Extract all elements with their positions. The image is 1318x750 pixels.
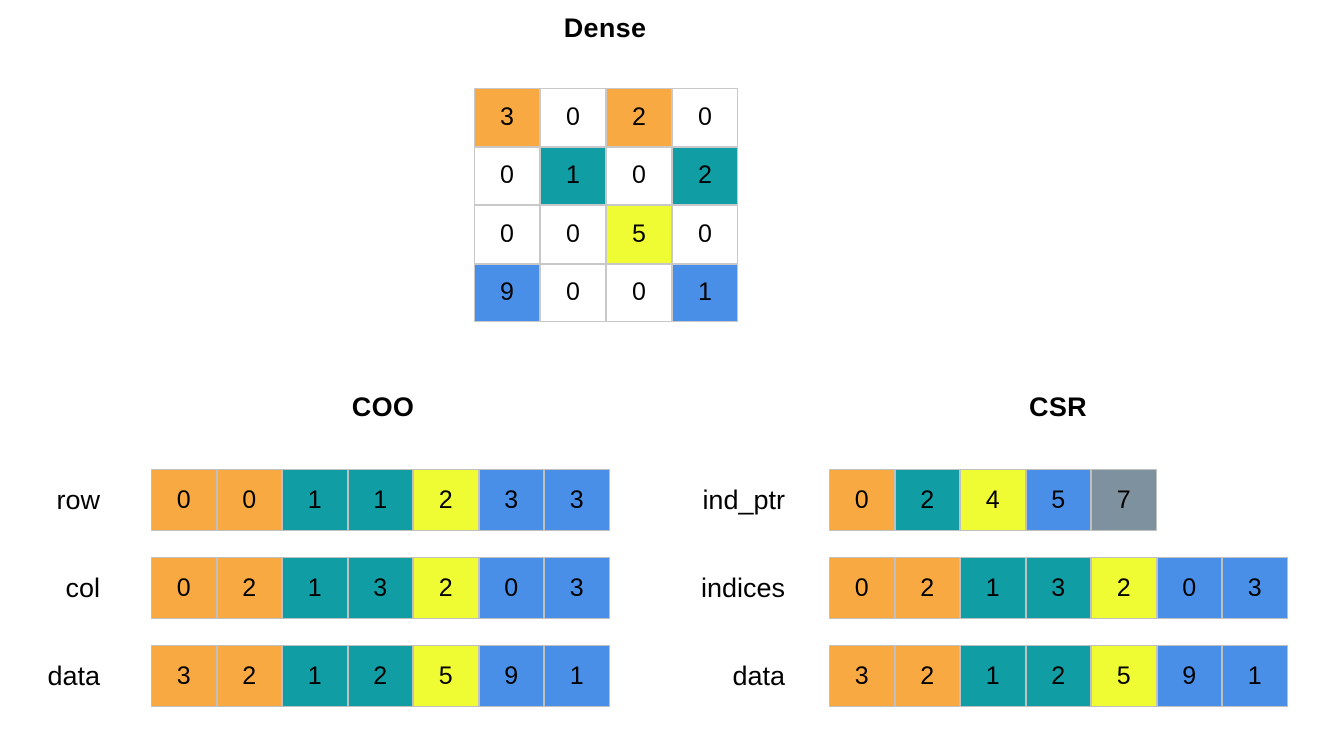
coo-data-cell-6: 1 bbox=[544, 645, 610, 707]
csr-data-cell-2: 1 bbox=[960, 645, 1026, 707]
dense-cell-r2-c1: 0 bbox=[540, 205, 606, 264]
dense-cell-r0-c2: 2 bbox=[606, 88, 672, 147]
coo-data-cell-1: 2 bbox=[216, 645, 282, 707]
coo-col-cell-3: 3 bbox=[347, 557, 413, 619]
dense-cell-r3-c1: 0 bbox=[540, 263, 606, 322]
coo-data-cell-2: 1 bbox=[282, 645, 348, 707]
dense-cell-r0-c1: 0 bbox=[540, 88, 606, 147]
coo-row-cell-0: 0 bbox=[151, 469, 217, 531]
csr-indices-cell-1: 2 bbox=[894, 557, 960, 619]
csr-ind_ptr-cell-0: 0 bbox=[829, 469, 895, 531]
coo-row-cell-5: 3 bbox=[478, 469, 544, 531]
dense-cell-r2-c0: 0 bbox=[474, 205, 540, 264]
csr-ind_ptr-cell-4: 7 bbox=[1091, 469, 1157, 531]
dense-cell-r3-c3: 1 bbox=[672, 263, 738, 322]
dense-cell-r1-c3: 2 bbox=[672, 146, 738, 205]
dense-cell-r2-c2: 5 bbox=[606, 205, 672, 264]
coo-section-title: COO bbox=[351, 392, 415, 422]
csr-data-cell-4: 5 bbox=[1091, 645, 1157, 707]
coo-col-cell-2: 1 bbox=[282, 557, 348, 619]
csr-section-title: CSR bbox=[1029, 392, 1087, 422]
coo-col-cell-4: 2 bbox=[413, 557, 479, 619]
csr-ind_ptr-cell-3: 5 bbox=[1025, 469, 1091, 531]
coo-row-cell-2: 1 bbox=[282, 469, 348, 531]
coo-row-cell-3: 1 bbox=[347, 469, 413, 531]
coo-row-cell-1: 0 bbox=[216, 469, 282, 531]
dense-cell-r3-c2: 0 bbox=[606, 263, 672, 322]
csr-indices-cell-0: 0 bbox=[829, 557, 895, 619]
csr-data-cell-5: 9 bbox=[1156, 645, 1222, 707]
csr-label-ind_ptr: ind_ptr bbox=[702, 485, 785, 515]
coo-data-cell-3: 2 bbox=[347, 645, 413, 707]
csr-ind_ptr-cell-1: 2 bbox=[894, 469, 960, 531]
dense-cell-r1-c2: 0 bbox=[606, 146, 672, 205]
coo-label-data: data bbox=[47, 661, 100, 691]
coo-label-row: row bbox=[56, 485, 100, 515]
dense-section-title: Dense bbox=[563, 13, 647, 43]
csr-indices-cell-6: 3 bbox=[1222, 557, 1288, 619]
coo-col-cell-1: 2 bbox=[216, 557, 282, 619]
csr-ind_ptr-cell-2: 4 bbox=[960, 469, 1026, 531]
coo-col-cell-5: 0 bbox=[478, 557, 544, 619]
dense-cell-r0-c3: 0 bbox=[672, 88, 738, 147]
coo-col-cell-0: 0 bbox=[151, 557, 217, 619]
coo-data-cell-4: 5 bbox=[413, 645, 479, 707]
dense-cell-r1-c1: 1 bbox=[540, 146, 606, 205]
csr-data-cell-1: 2 bbox=[894, 645, 960, 707]
coo-row-cell-6: 3 bbox=[544, 469, 610, 531]
csr-label-data: data bbox=[732, 661, 785, 691]
csr-data-cell-6: 1 bbox=[1222, 645, 1288, 707]
coo-col-cell-6: 3 bbox=[544, 557, 610, 619]
csr-data-cell-3: 2 bbox=[1025, 645, 1091, 707]
dense-cell-r2-c3: 0 bbox=[672, 205, 738, 264]
csr-label-indices: indices bbox=[700, 573, 785, 603]
dense-cell-r1-c0: 0 bbox=[474, 146, 540, 205]
csr-indices-cell-2: 1 bbox=[960, 557, 1026, 619]
dense-cell-r3-c0: 9 bbox=[474, 263, 540, 322]
csr-indices-cell-5: 0 bbox=[1156, 557, 1222, 619]
coo-label-col: col bbox=[65, 573, 100, 603]
dense-cell-r0-c0: 3 bbox=[474, 88, 540, 147]
coo-data-cell-0: 3 bbox=[151, 645, 217, 707]
coo-data-cell-5: 9 bbox=[478, 645, 544, 707]
coo-row-cell-4: 2 bbox=[413, 469, 479, 531]
csr-indices-cell-4: 2 bbox=[1091, 557, 1157, 619]
csr-data-cell-0: 3 bbox=[829, 645, 895, 707]
csr-indices-cell-3: 3 bbox=[1025, 557, 1091, 619]
